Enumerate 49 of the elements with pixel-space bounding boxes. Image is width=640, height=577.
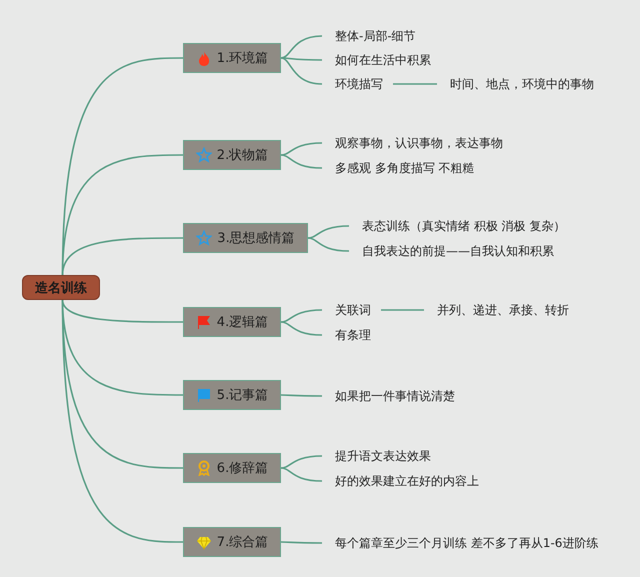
subtopic-text: 自我表达的前提——自我认知和积累 [349, 241, 564, 261]
topic-label: 7.综合篇 [216, 534, 268, 551]
connector-line [280, 57, 322, 85]
connector-line [281, 394, 322, 397]
subtopic-text: 如果把一件事情说清楚 [322, 386, 465, 406]
topic-label: 造名训练 [35, 280, 87, 296]
subtopic-text: 如何在生活中积累 [322, 50, 441, 70]
topic-box [183, 453, 281, 483]
connector-line [62, 237, 183, 276]
connector-line [393, 83, 437, 85]
topic-label: 4.逻辑篇 [216, 314, 268, 331]
topic-box [183, 380, 281, 410]
connector-line [280, 57, 322, 61]
topic-label: 3.思想感情篇 [217, 230, 295, 247]
connector-line [280, 35, 322, 59]
topic-label: 1.环境篇 [216, 50, 268, 67]
subtopic-text: 环境描写 [322, 74, 393, 94]
connector-line [280, 455, 322, 469]
connector-line [280, 142, 322, 156]
subtopic-text: 关联词 [322, 300, 381, 320]
topic-box [183, 43, 281, 73]
connector-line [280, 321, 322, 336]
subtopic-text: 有条理 [322, 325, 381, 345]
connector-line [308, 237, 350, 252]
subtopic-text: 多感观 多角度描写 不粗糙 [322, 158, 485, 178]
connector-line [280, 154, 322, 169]
connector-line [308, 225, 350, 239]
subtopic-text: 表态训练（真实情绪 积极 消极 复杂） [349, 216, 576, 236]
topic-label: 6.修辞篇 [216, 460, 268, 477]
subtopic-text: 提升语文表达效果 [322, 446, 441, 466]
root-topic-box [22, 275, 100, 300]
subtopic-text: 好的效果建立在好的内容上 [322, 471, 489, 491]
connector-line [280, 467, 322, 482]
connector-line [62, 300, 183, 543]
topic-box [183, 307, 281, 337]
connector-line [62, 300, 183, 323]
topic-box [183, 527, 281, 557]
topic-label: 2.状物篇 [216, 147, 268, 164]
subtopic-text: 观察事物，认识事物，表达事物 [322, 133, 513, 153]
topic-label: 5.记事篇 [216, 387, 268, 404]
subtopic-text: 每个篇章至少三个月训练 差不多了再从1-6进阶练 [322, 533, 608, 553]
connector-line [280, 309, 322, 323]
subtopic-text: 时间、地点，环境中的事物 [437, 74, 604, 94]
subtopic-text: 整体-局部-细节 [322, 26, 426, 46]
subtopic-text: 并列、递进、承接、转折 [424, 300, 579, 320]
topic-box [183, 140, 281, 170]
connector-line [281, 541, 322, 544]
topic-box [183, 223, 308, 253]
connector-line [381, 309, 424, 311]
